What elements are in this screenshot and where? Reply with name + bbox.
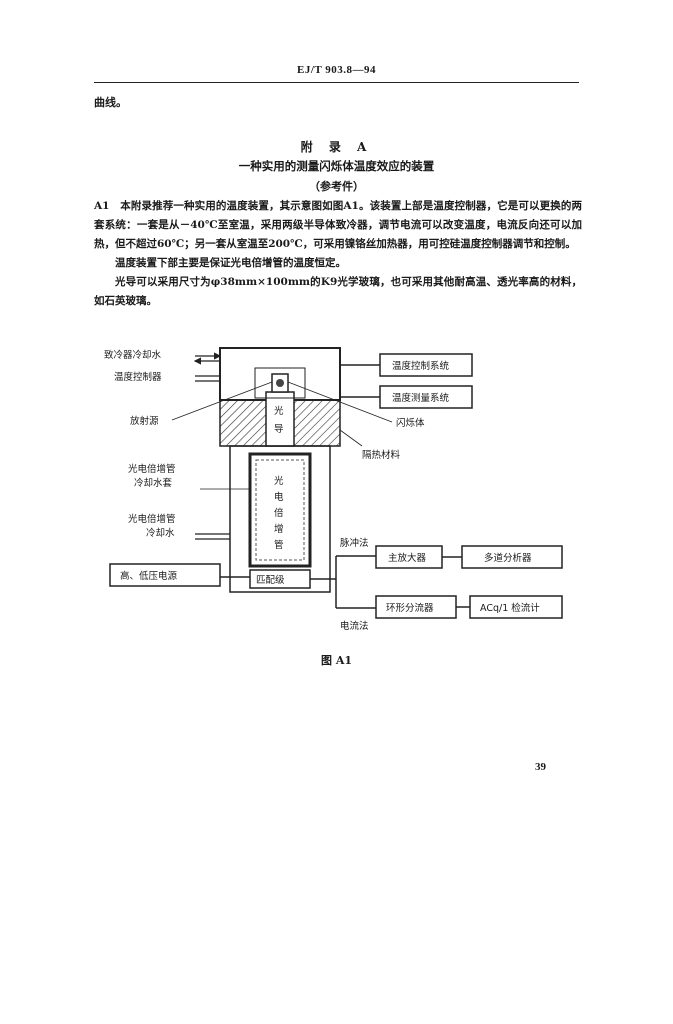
label-scintillator: 闪烁体 bbox=[396, 417, 425, 429]
label-matcher: 匹配级 bbox=[256, 574, 285, 586]
label-multichannel-analyzer: 多道分析器 bbox=[484, 552, 532, 564]
previous-text: 曲线。 bbox=[94, 96, 127, 109]
label-pmt-jacket-2: 冷却水套 bbox=[134, 477, 173, 489]
label-pmt-water-2: 冷却水 bbox=[146, 527, 175, 539]
label-pmt-1: 光 bbox=[274, 475, 284, 487]
label-ammeter: ACq/1 检流计 bbox=[480, 602, 540, 614]
paragraph-a1: A1 本附录推荐一种实用的温度装置，其示意图如图A1。该装置上部是温度控制器，它… bbox=[94, 200, 582, 250]
label-current-method: 电流法 bbox=[340, 620, 369, 632]
source-pointer bbox=[171, 381, 273, 421]
label-temp-controller: 温度控制器 bbox=[114, 371, 162, 383]
label-light-guide-1: 光 bbox=[274, 405, 284, 417]
label-main-amplifier: 主放大器 bbox=[388, 552, 427, 564]
label-pmt-water-1: 光电倍增管 bbox=[128, 513, 176, 525]
hv-supply-box bbox=[109, 563, 221, 587]
paragraph-lower-part: 温度装置下部主要是保证光电倍增管的温度恒定。 bbox=[115, 257, 346, 269]
appendix-note: （参考件） bbox=[309, 180, 364, 193]
insulation-pointer bbox=[339, 429, 363, 447]
appendix-subtitle: 一种实用的测量闪烁体温度效应的装置 bbox=[238, 159, 435, 173]
light-guide bbox=[265, 391, 295, 447]
figure-caption: 图 A1 bbox=[320, 654, 353, 667]
label-pmt-2: 电 bbox=[274, 491, 284, 503]
controller-cavity bbox=[254, 367, 306, 399]
label-cooler-water: 致冷器冷却水 bbox=[104, 349, 162, 361]
label-ring-splitter: 环形分流器 bbox=[386, 602, 434, 614]
label-temp-control-system: 温度控制系统 bbox=[392, 360, 450, 372]
label-radiation-source: 放射源 bbox=[130, 415, 159, 427]
label-pmt-5: 管 bbox=[274, 539, 284, 551]
paragraph-light-guide: 光导可以采用尺寸为φ38mm×100mm的K9光学玻璃，也可采用其他耐高温、透光… bbox=[94, 276, 582, 307]
label-pmt-jacket-1: 光电倍增管 bbox=[128, 463, 176, 475]
radiation-source bbox=[276, 379, 284, 387]
label-light-guide-2: 导 bbox=[274, 424, 284, 435]
apparatus-svg: 致冷器冷却水 温度控制器 放射源 光电倍增管 冷却水套 光电倍增管 冷却水 闪烁… bbox=[104, 347, 563, 632]
pmt-housing bbox=[229, 445, 331, 593]
header-rule bbox=[94, 82, 579, 83]
pmt-tube bbox=[255, 459, 305, 561]
page-header: EJ/T 903.8—94 bbox=[296, 64, 377, 76]
label-hv-supply: 高、低压电源 bbox=[120, 570, 178, 582]
page-number: 39 bbox=[535, 761, 546, 773]
apparatus-diagram: 致冷器冷却水 温度控制器 放射源 光电倍增管 冷却水套 光电倍增管 冷却水 闪烁… bbox=[100, 334, 580, 634]
label-pmt-4: 增 bbox=[274, 523, 284, 535]
appendix-title: 附 录 A bbox=[300, 140, 373, 154]
label-temp-measure-system: 温度测量系统 bbox=[392, 392, 450, 404]
scintillator-pointer bbox=[287, 381, 393, 423]
body-text: A1 本附录推荐一种实用的温度装置，其示意图如图A1。该装置上部是温度控制器，它… bbox=[94, 197, 582, 311]
label-pulse-method: 脉冲法 bbox=[340, 537, 369, 549]
label-pmt-3: 倍 bbox=[274, 507, 284, 519]
label-insulation: 隔热材料 bbox=[362, 449, 401, 461]
